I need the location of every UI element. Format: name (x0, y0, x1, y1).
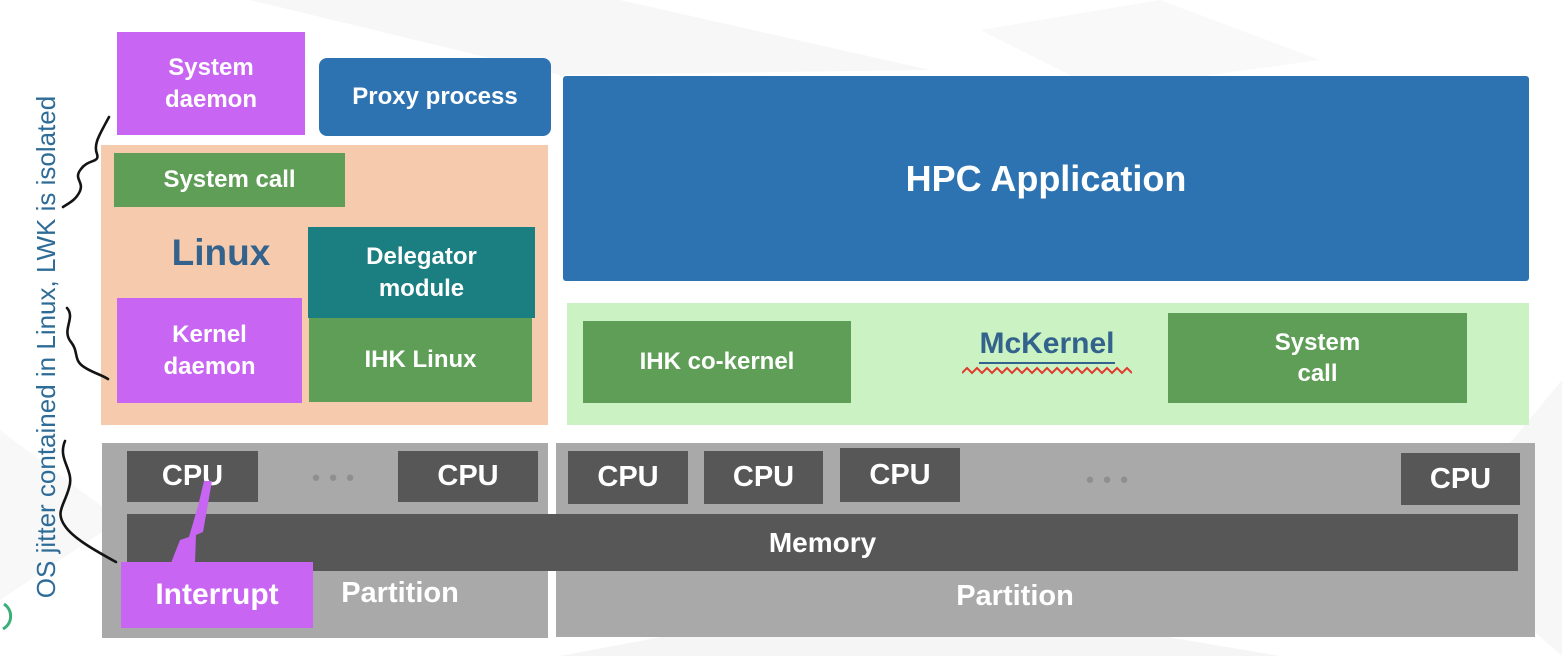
kernel-daemon-box: Kernel daemon (117, 298, 302, 403)
cpu-box: CPU (1401, 453, 1520, 505)
ihk-linux-box: IHK Linux (309, 318, 532, 402)
linux-container: System call Linux Delegator module IHK L… (101, 145, 548, 425)
system-call-box-mckernel: System call (1168, 313, 1467, 403)
system-daemon-box: System daemon (117, 32, 305, 135)
mckernel-label-group: McKernel (857, 327, 1237, 397)
partition-label-right: Partition (956, 579, 1074, 612)
side-note-rotated-text: OS jitter contained in Linux, LWK is iso… (30, 95, 61, 599)
corner-green-mark (2, 602, 13, 631)
cpu-box: CPU (568, 451, 688, 504)
hpc-application-box: HPC Application (563, 76, 1529, 281)
proxy-process-box: Proxy process (319, 58, 551, 136)
spellcheck-squiggle (962, 366, 1132, 375)
linux-label: Linux (171, 232, 271, 273)
partition-label-left: Partition (341, 576, 459, 609)
ellipsis-dots: ●●● (311, 468, 363, 486)
cpu-box: CPU (704, 451, 823, 504)
system-call-box-linux: System call (114, 153, 345, 207)
mckernel-label: McKernel (979, 327, 1115, 364)
memory-bar: Memory (127, 514, 1518, 571)
ellipsis-dots: ●●● (1085, 470, 1137, 488)
interrupt-box: Interrupt (121, 562, 313, 628)
cpu-box: CPU (840, 448, 960, 502)
delegator-module-box: Delegator module (308, 227, 535, 318)
ihk-co-kernel-box: IHK co-kernel (583, 321, 851, 403)
mckernel-container: IHK co-kernel McKernel System call (567, 303, 1529, 425)
cpu-box: CPU (398, 451, 538, 502)
cpu-box: CPU (127, 451, 258, 502)
